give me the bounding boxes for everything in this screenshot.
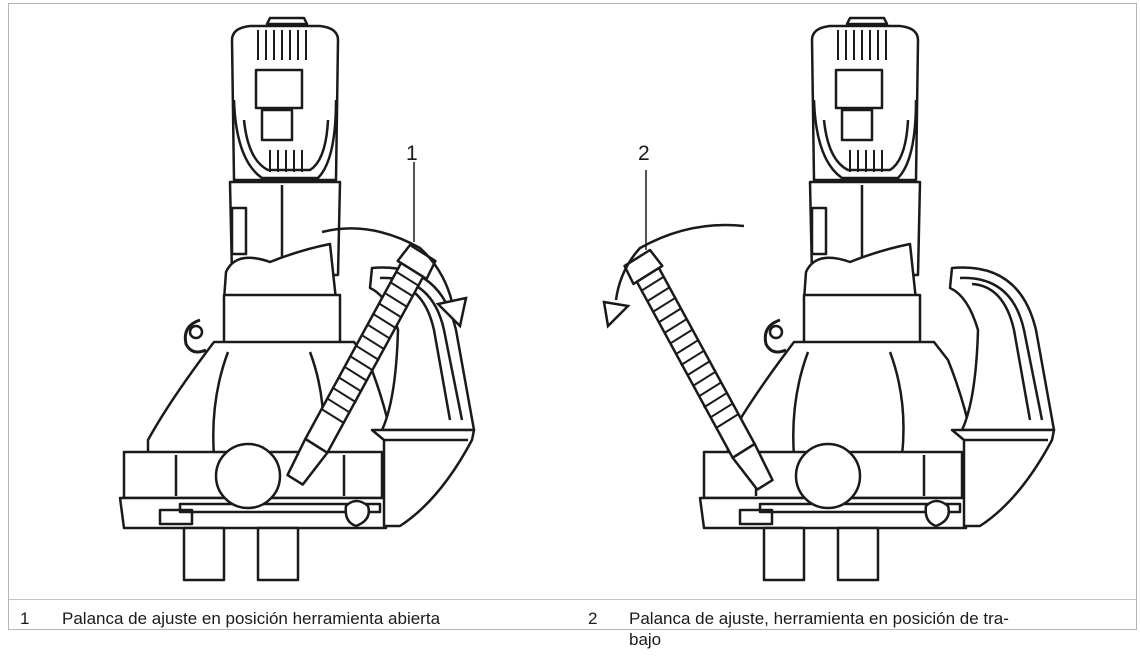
callout-1: 1 [406, 142, 418, 165]
callout-2: 2 [638, 142, 650, 165]
tool-illustration: 1 2 [118, 16, 1056, 582]
legend-text-2-line2: bajo [629, 630, 662, 649]
tool-right [698, 16, 1056, 582]
legend-text-1: Palanca de ajuste en posición herramient… [62, 609, 441, 628]
legend-text-2: Palanca de ajuste, herramienta en posici… [629, 608, 1129, 650]
caption-divider [9, 599, 1136, 600]
rotation-arrow-left [321, 227, 454, 303]
legend-number-2: 2 [588, 609, 598, 628]
legend-text-2-line1: Palanca de ajuste, herramienta en posici… [629, 609, 1009, 628]
rotation-arrow-right [614, 223, 745, 301]
figure-frame [8, 3, 1137, 630]
tool-left [118, 16, 476, 582]
legend-number-1: 1 [20, 609, 30, 628]
